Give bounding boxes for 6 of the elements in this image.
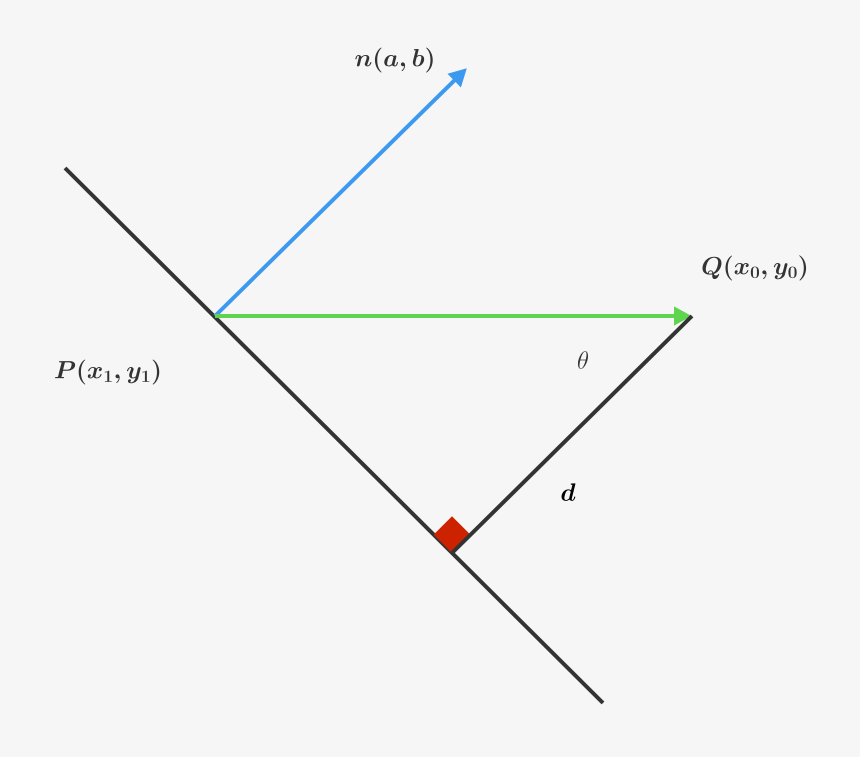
point-label: $P(x_1,y_1)$ (55, 360, 160, 384)
right-angle-mark (434, 516, 470, 553)
point-label: $n(a,b)$ (355, 48, 433, 72)
edge-label: $d$ (558, 481, 578, 503)
point-label: $Q(x_0,y_0)$ (702, 256, 806, 280)
angle-label: $\theta$ (578, 351, 588, 369)
